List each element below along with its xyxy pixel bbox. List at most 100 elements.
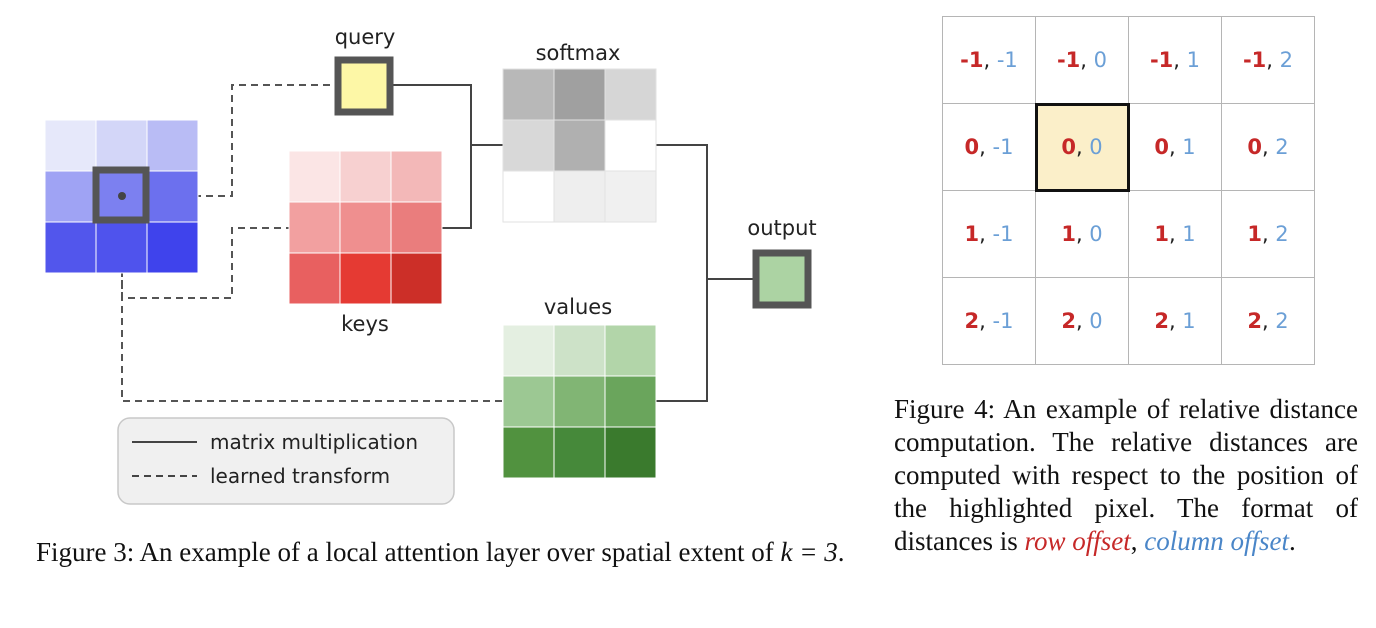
highlighted-pixel-cell: 0, 0 [1034,102,1130,192]
row-offset-value: 1 [1061,222,1076,246]
offset-separator: , [1168,309,1183,333]
distance-row: -1, -1-1, 0-1, 1-1, 2 [942,16,1315,104]
keys-cell [288,252,341,305]
values-cell [553,324,606,377]
values-cell [502,324,555,377]
column-offset-value: 1 [1186,48,1201,72]
figure-3-period: . [837,537,845,567]
column-offset-value: 0 [1089,222,1103,246]
local-attention-diagram: query softmax keys values output matrix … [44,25,817,505]
row-offset-value: 2 [1061,309,1076,333]
distance-cell: -1, 2 [1221,16,1315,104]
distance-cell: 2, 0 [1035,277,1129,365]
matrix-multiplication-connectors [390,84,756,402]
keys-cell [288,150,341,203]
distance-cell: -1, 0 [1035,16,1129,104]
values-cell [553,426,606,479]
softmax-cell [604,68,657,121]
query-label: query [335,25,396,49]
values-cell [604,375,657,428]
input-cell [95,119,148,172]
keys-cell [339,201,392,254]
figure-3-label: Figure 3: [36,537,135,567]
input-cell [44,170,97,223]
row-offset-value: 2 [1154,309,1169,333]
row-offset-value: 0 [1154,135,1169,159]
query-vector [334,56,394,116]
distance-cell: 0, -1 [942,103,1036,191]
column-offset-value: 2 [1275,222,1289,246]
column-offset-value: -1 [996,48,1018,72]
caption-comma: , [1130,526,1138,556]
distance-cell: -1, -1 [942,16,1036,104]
distance-cell: 2, 1 [1128,277,1222,365]
figure-4-label: Figure 4: [894,394,996,424]
distance-cell: 2, 2 [1221,277,1315,365]
keys-cell [288,201,341,254]
row-offset-value: 0 [1061,135,1076,159]
row-offset-term: row offset [1024,526,1131,556]
row-offset-value: -1 [1056,48,1081,72]
column-offset-value: 2 [1275,309,1289,333]
input-cell [44,221,97,274]
softmax-cell [502,119,555,172]
keys-label: keys [341,312,389,336]
values-cell [604,324,657,377]
values-cell [502,375,555,428]
softmax-cell [553,68,606,121]
offset-separator: , [1261,309,1276,333]
input-feature-grid [44,119,199,274]
offset-separator: , [1261,222,1276,246]
distance-cell: 1, 0 [1035,190,1129,278]
distance-cell: 0, 2 [1221,103,1315,191]
input-cell [95,221,148,274]
row-offset-value: 2 [964,309,980,333]
offset-separator: , [979,135,993,159]
offset-separator: , [1075,309,1090,333]
softmax-cell [604,170,657,223]
row-offset-value: 1 [1154,222,1169,246]
distance-cell: 1, 1 [1128,190,1222,278]
softmax-cell [553,119,606,172]
row-offset-value: -1 [1242,48,1267,72]
column-offset-value: 2 [1275,135,1289,159]
offset-separator: , [979,222,993,246]
legend-solid-label: matrix multiplication [210,430,418,454]
column-offset-value: 1 [1182,222,1196,246]
figure-3-math: k = 3 [780,537,838,567]
values-matrix [502,324,657,479]
offset-separator: , [1075,135,1090,159]
values-cell [502,426,555,479]
row-offset-value: 0 [1247,135,1262,159]
softmax-cell [553,170,606,223]
figure-4-period: . [1288,526,1296,556]
legend-box [117,417,455,505]
distance-cell: 2, -1 [942,277,1036,365]
offset-separator: , [1173,48,1187,72]
offset-separator: , [1266,48,1280,72]
input-cell [146,170,199,223]
values-label: values [544,295,612,319]
keys-cell [390,252,443,305]
row-offset-value: -1 [960,48,984,72]
input-cell [44,119,97,172]
offset-separator: , [1075,222,1090,246]
input-cell [146,221,199,274]
column-offset-term: column offset [1144,526,1289,556]
figure-4-caption: Figure 4: An example of relative distanc… [894,393,1358,558]
column-offset-value: -1 [992,222,1014,246]
legend-dashed-label: learned transform [210,464,390,488]
output-label: output [747,216,816,240]
figure-4-text: An example of relative distance computat… [894,394,1359,556]
offset-separator: , [1168,135,1183,159]
softmax-cell [502,68,555,121]
offset-separator: , [1261,135,1276,159]
column-offset-value: -1 [992,135,1014,159]
column-offset-value: 0 [1089,309,1103,333]
distance-cell: 1, 2 [1221,190,1315,278]
offset-separator: , [1080,48,1094,72]
keys-cell [339,252,392,305]
